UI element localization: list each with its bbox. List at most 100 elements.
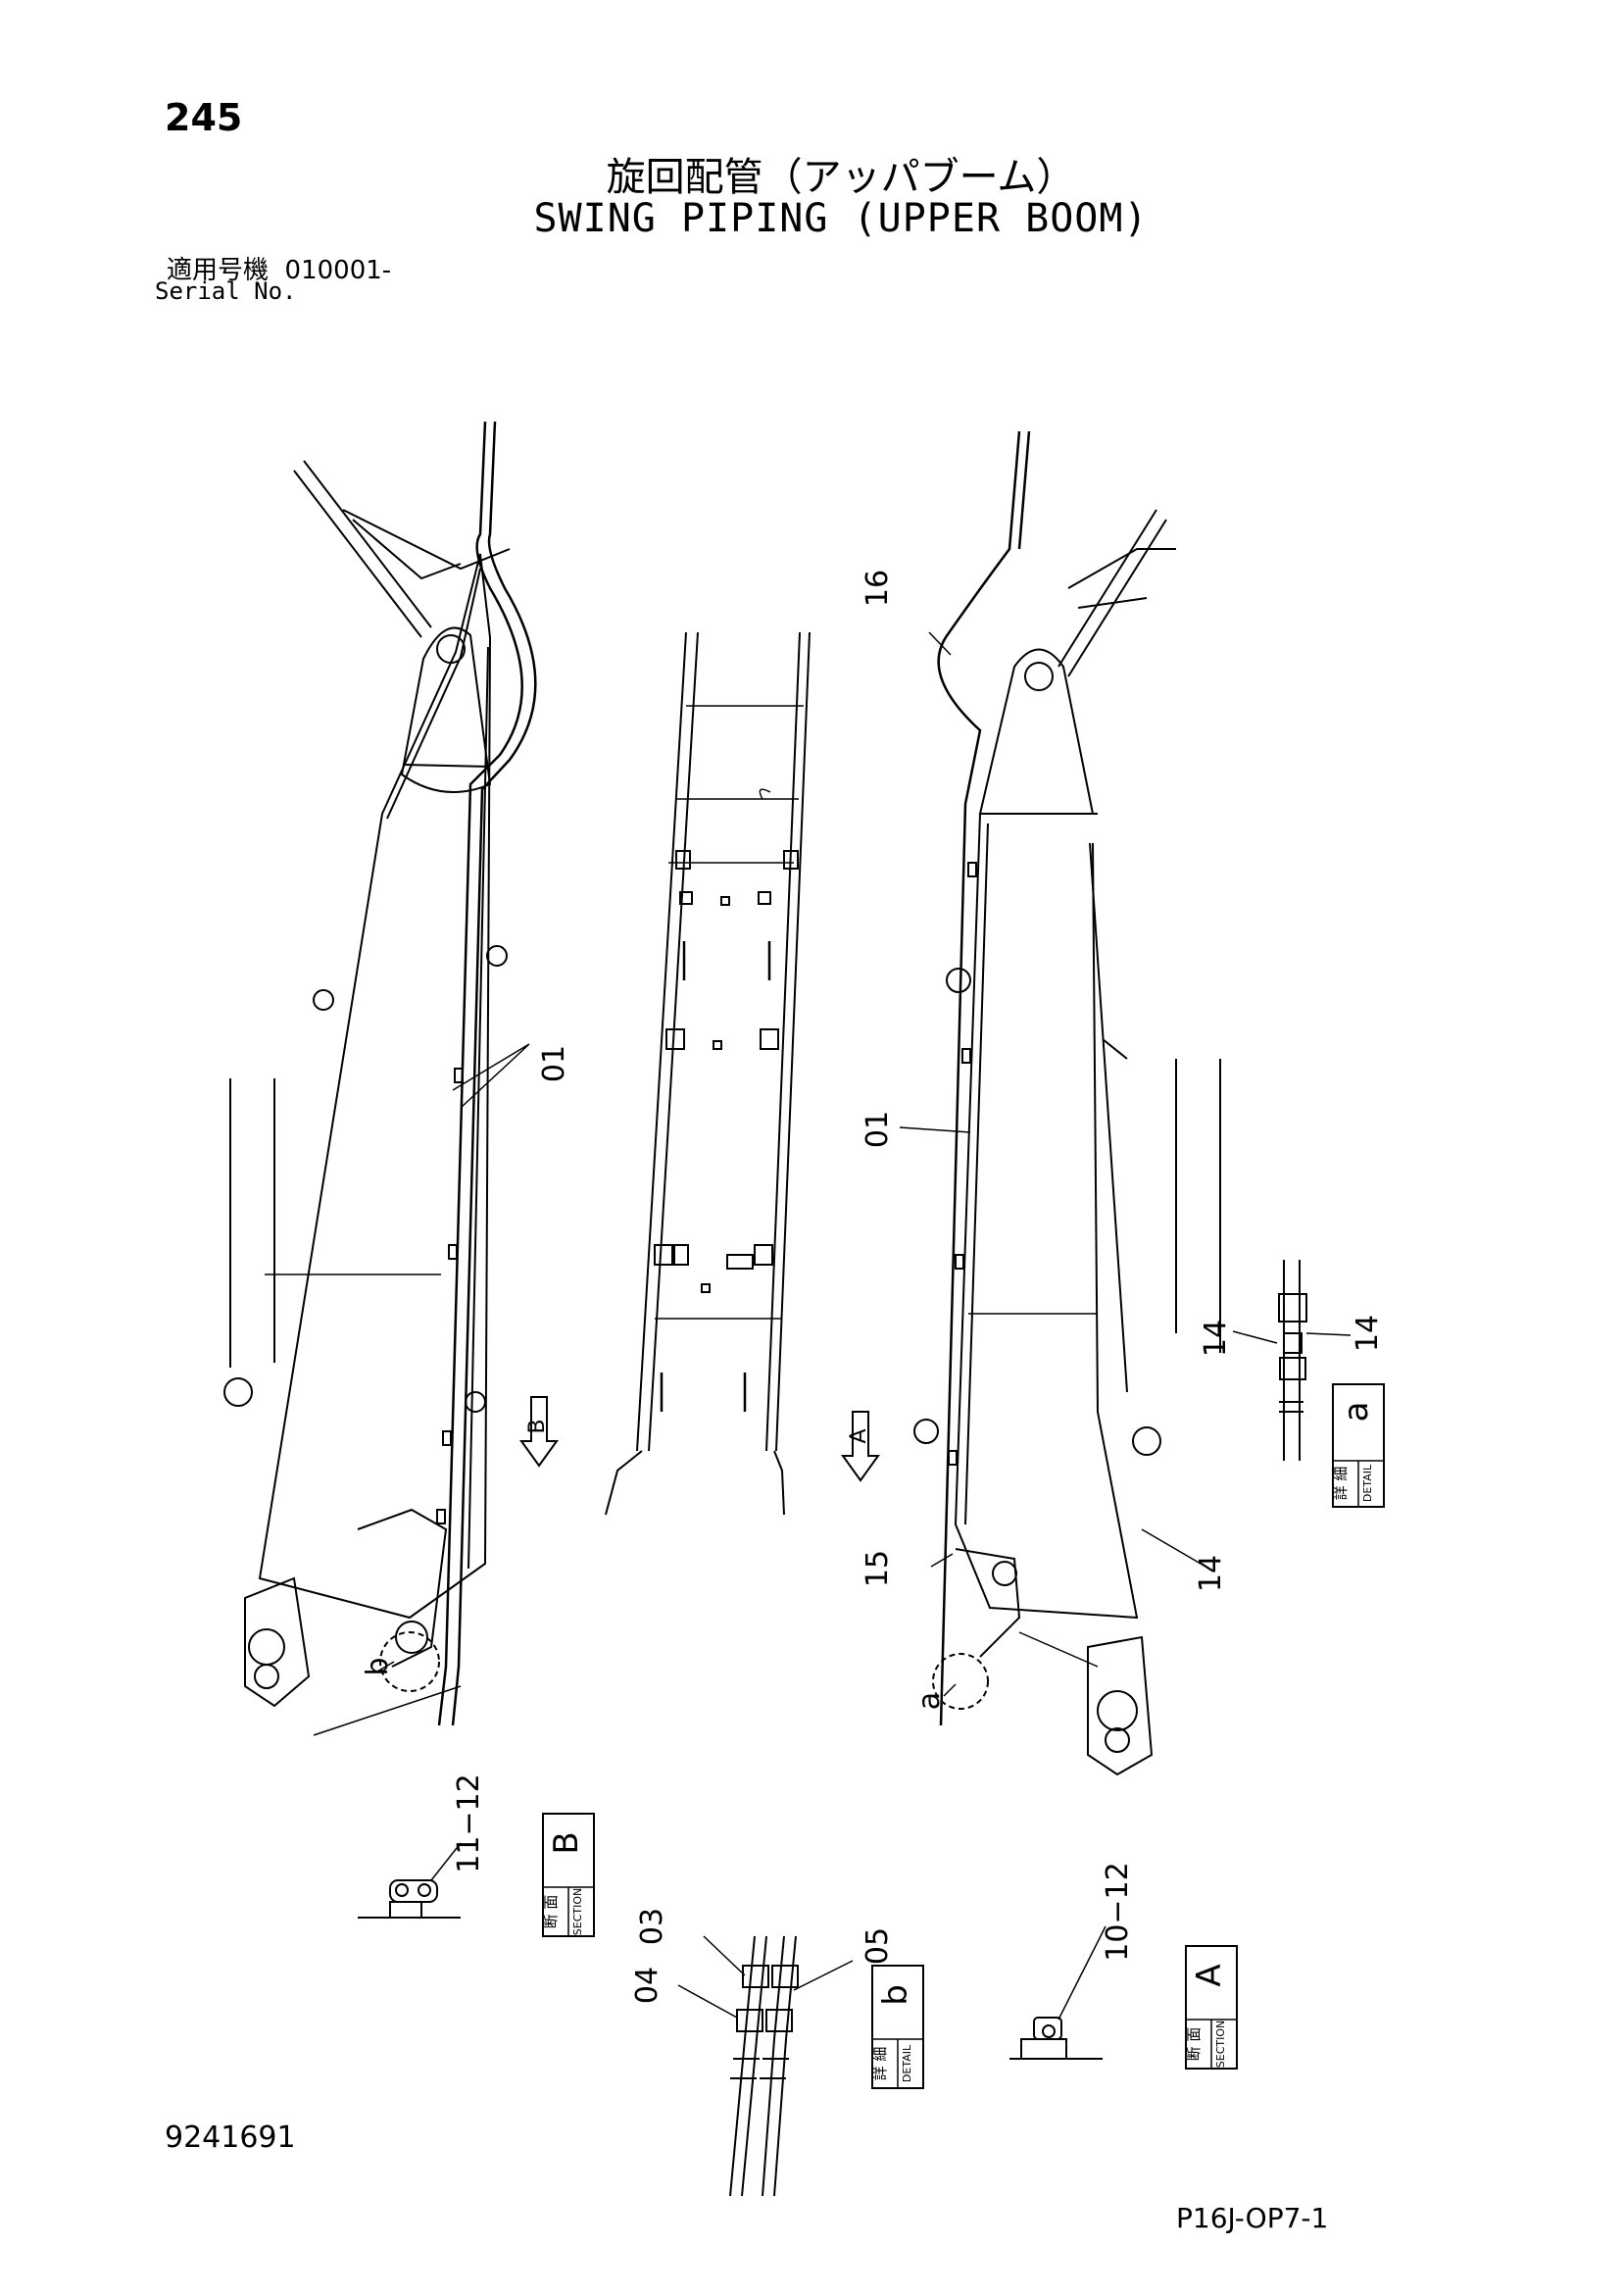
center-bracket-6 xyxy=(754,1244,773,1266)
leader-14a xyxy=(1232,1330,1278,1344)
right-boom-inner-edge xyxy=(964,823,989,1525)
callout-14b: 14 xyxy=(1351,1315,1385,1352)
right-boom-lug-1 xyxy=(946,968,971,993)
detail-a-en: DETAIL xyxy=(1361,1464,1374,1502)
detail-b-nut-2 xyxy=(771,1965,799,1988)
marker-b: b xyxy=(361,1657,395,1675)
right-boom-foot-pin xyxy=(1024,662,1054,691)
detail-b-box: b 詳 細 DETAIL xyxy=(871,1965,924,2089)
center-plate-3 xyxy=(758,891,771,905)
right-boom-view xyxy=(913,430,1221,1776)
detail-b-hose-1 xyxy=(729,1935,767,2197)
right-upper-bracket xyxy=(1067,548,1176,609)
center-rail-right-outer xyxy=(775,631,811,1452)
left-detail-b-circle xyxy=(379,1631,440,1692)
section-b-clamp xyxy=(389,1879,438,1903)
leader-01b xyxy=(899,1126,971,1133)
left-clamp-2 xyxy=(448,1244,458,1260)
section-a-drawing xyxy=(1009,2017,1103,2060)
left-clamp-3 xyxy=(442,1430,452,1446)
detail-a-body xyxy=(1283,1332,1303,1354)
center-boom-ends xyxy=(605,1450,785,1516)
callout-16: 16 xyxy=(861,570,895,607)
left-boom-inner-edge xyxy=(467,646,489,1570)
center-bracket-2 xyxy=(783,850,799,870)
section-b-drawing xyxy=(358,1879,461,1919)
detail-a-fitting xyxy=(1278,1260,1307,1461)
section-a-clamp xyxy=(1033,2017,1062,2040)
detail-a-box: a 詳 細 DETAIL xyxy=(1332,1383,1385,1508)
callout-01a: 01 xyxy=(537,1045,571,1082)
center-plate-1 xyxy=(679,891,693,905)
section-a-plate xyxy=(1020,2038,1067,2060)
section-b-box-dividers xyxy=(543,1886,594,1936)
center-plate-4 xyxy=(713,1040,722,1050)
center-bracket-3 xyxy=(665,1028,685,1050)
left-arm-bracket-pin xyxy=(395,1621,428,1654)
serial-label-english: Serial No. xyxy=(155,277,297,305)
right-boom-nose-pin-1 xyxy=(1097,1690,1138,1731)
right-boom-lug-4 xyxy=(1102,1038,1128,1060)
detail-b-letter: b xyxy=(876,1984,915,2006)
detail-b-nut-3 xyxy=(736,2009,763,2032)
left-arm-cylinder-bracket xyxy=(357,1508,448,1668)
center-bracket-5 xyxy=(654,1244,673,1266)
callout-15: 15 xyxy=(861,1550,895,1587)
left-lower-line xyxy=(313,1685,462,1736)
title-english: SWING PIPING (UPPER BOOM) xyxy=(533,196,1149,241)
serial-label-japanese: 適用号機 010001- xyxy=(167,250,391,286)
section-b-jp: 断 面 xyxy=(542,1895,560,1929)
right-arm-cylinder-bracket xyxy=(955,1548,1021,1658)
detail-a-nut xyxy=(1278,1293,1307,1323)
center-cross-members xyxy=(655,705,804,1320)
right-arm-bracket-pin xyxy=(992,1561,1017,1586)
section-b-hole-2 xyxy=(418,1883,431,1897)
right-hose-top xyxy=(1017,430,1031,550)
right-boom-nose xyxy=(1087,1635,1154,1776)
left-guide-lines xyxy=(229,1078,275,1368)
right-hose-line xyxy=(937,430,1021,1726)
callout-03: 03 xyxy=(635,1908,669,1945)
arrow-b-shape xyxy=(519,1396,559,1468)
detail-b-fitting xyxy=(729,1935,799,2197)
section-b-letter: B xyxy=(547,1831,586,1854)
detail-a-hose xyxy=(1283,1260,1301,1461)
left-upper-bracket-2 xyxy=(352,519,462,580)
right-boom-outline xyxy=(1089,842,1128,1393)
section-b-en: SECTION xyxy=(571,1888,584,1935)
detail-b-jp: 詳 細 xyxy=(871,2047,889,2081)
left-boom-lug-4 xyxy=(223,1377,253,1407)
detail-a-box-dividers xyxy=(1333,1460,1384,1507)
title-japanese: 旋回配管（アッパブーム） xyxy=(606,155,1076,200)
leader-15 xyxy=(930,1553,954,1568)
leader-04 xyxy=(677,1984,738,2019)
section-a-hole xyxy=(1042,2024,1056,2038)
leader-05 xyxy=(793,1960,854,1991)
right-lower-line xyxy=(1018,1631,1099,1668)
leader-14b xyxy=(1305,1332,1352,1336)
detail-a-fitting-lines xyxy=(1279,1401,1303,1413)
right-clamp-4 xyxy=(948,1450,958,1466)
left-boom-nose-pin-1 xyxy=(248,1628,285,1666)
callout-01b: 01 xyxy=(861,1111,895,1148)
detail-b-en: DETAIL xyxy=(901,2044,913,2082)
page-code: P16J-OP7-1 xyxy=(1176,2202,1329,2234)
callout-05: 05 xyxy=(861,1927,895,1965)
left-boom-foot-pin xyxy=(436,634,466,664)
drawing-number: 9241691 xyxy=(165,2121,296,2155)
leader-01a xyxy=(452,1043,530,1109)
detail-b-box-dividers xyxy=(872,2038,923,2088)
left-boom-body xyxy=(258,553,492,1620)
left-boom-foot-plate xyxy=(403,764,491,768)
right-detail-a-circle xyxy=(932,1653,989,1710)
leader-11-12 xyxy=(430,1842,462,1881)
callout-14c: 14 xyxy=(1194,1555,1228,1592)
left-boom-nose xyxy=(244,1576,311,1708)
callout-14a: 14 xyxy=(1199,1320,1233,1357)
leader-10-12 xyxy=(1057,1925,1107,2021)
arrow-b-marker: B xyxy=(519,1396,559,1468)
center-rail-right-inner xyxy=(765,631,801,1452)
section-b-plate xyxy=(389,1901,422,1919)
detail-b-nut-4 xyxy=(765,2009,793,2032)
section-a-letter: A xyxy=(1190,1964,1229,1986)
